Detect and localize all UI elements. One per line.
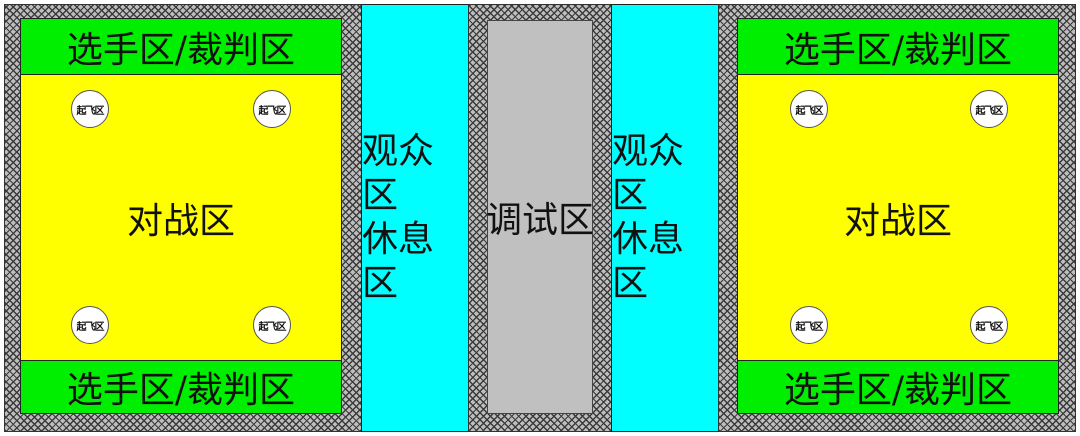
left-battle-zone: 对战区 (20, 74, 342, 362)
left-top-player-referee-zone: 选手区/裁判区 (20, 18, 342, 76)
left-audience-rest-label: 观众区 休息区 (362, 5, 468, 431)
right-takeoff-pad-top-left: 起飞区 (790, 90, 828, 128)
left-battle-label: 对战区 (126, 201, 235, 242)
right-takeoff-pad-top-right: 起飞区 (970, 90, 1008, 128)
debug-label: 调试区 (486, 200, 595, 241)
left-top-player-referee-label: 选手区/裁判区 (66, 30, 296, 71)
left-bottom-player-referee-zone: 选手区/裁判区 (20, 360, 342, 414)
right-audience-rest-label: 观众区 休息区 (612, 5, 718, 431)
left-audience-label-line2: 休息区 (362, 219, 435, 304)
left-takeoff-pad-bottom-left: 起飞区 (71, 306, 109, 344)
right-battle-zone: 对战区 (737, 74, 1059, 362)
right-top-player-referee-zone: 选手区/裁判区 (737, 18, 1059, 76)
left-bottom-player-referee-label: 选手区/裁判区 (66, 370, 296, 411)
left-audience-rest-zone: 观众区 休息区 (361, 4, 469, 432)
right-audience-label-line2: 休息区 (612, 219, 685, 304)
right-top-player-referee-label: 选手区/裁判区 (783, 30, 1013, 71)
right-battle-label: 对战区 (843, 201, 952, 242)
left-takeoff-pad-top-left: 起飞区 (71, 90, 109, 128)
left-takeoff-pad-bottom-right: 起飞区 (253, 306, 291, 344)
left-takeoff-pad-top-right: 起飞区 (253, 90, 291, 128)
right-audience-rest-zone: 观众区 休息区 (611, 4, 719, 432)
debug-zone: 调试区 (486, 20, 595, 414)
right-bottom-player-referee-label: 选手区/裁判区 (783, 370, 1013, 411)
right-audience-label-line1: 观众区 (612, 131, 685, 216)
right-takeoff-pad-bottom-left: 起飞区 (790, 306, 828, 344)
right-takeoff-pad-bottom-right: 起飞区 (970, 306, 1008, 344)
right-bottom-player-referee-zone: 选手区/裁判区 (737, 360, 1059, 414)
left-audience-label-line1: 观众区 (362, 131, 435, 216)
